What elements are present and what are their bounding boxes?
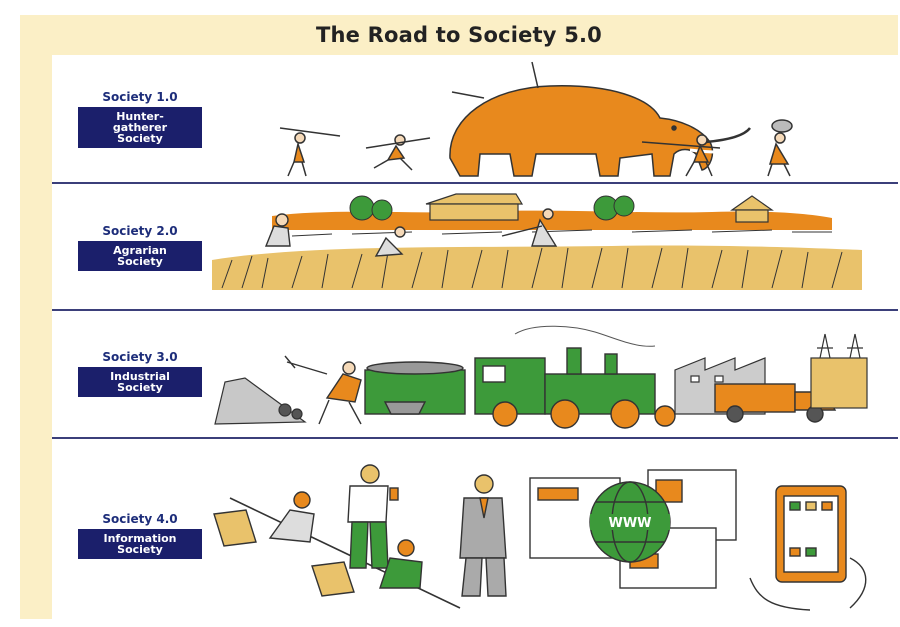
hunter-figure-icon [279,127,341,177]
tree-icon [349,195,393,221]
farmer-figure-icon [501,208,558,247]
farmer-figure-icon [374,226,406,257]
farmer-figure-icon [264,213,291,247]
businessman-phone-icon [459,474,507,597]
era-label: Society 2.0 [102,224,178,238]
era-label: Society 3.0 [102,350,178,364]
society-badge: Information Society [78,529,202,559]
laptop-user-icon [213,491,315,547]
stage-label-1: Society 1.0 Hunter- gatherer Society [78,90,202,148]
building-icon [810,357,868,409]
industrial-illustration [214,325,868,429]
information-illustration: WWW [213,464,867,611]
www-label: WWW [608,516,651,531]
tablet-icon [749,485,867,611]
agrarian-illustration [212,193,862,290]
divider-3 [52,437,898,439]
barn-icon [425,193,524,221]
miner-figure-icon [284,355,362,425]
divider-2 [52,309,898,311]
society-badge: Hunter- gatherer Society [78,107,202,148]
gatherer-figure-icon [767,119,793,177]
era-label: Society 4.0 [102,512,178,526]
laptop-user-icon [311,539,423,597]
hunter-figure-icon [641,134,721,177]
society-badge: Agrarian Society [78,241,202,271]
hut-icon [730,195,774,223]
hunter-gatherer-illustration [279,61,793,177]
standing-person-phone-icon [347,464,399,569]
mammoth-icon [449,61,751,177]
hunter-figure-icon [365,134,431,171]
globe-www-icon: WWW [589,481,671,563]
rock-pile-icon [214,377,307,425]
divider-1 [52,182,898,184]
locomotive-icon [474,347,676,429]
coal-cart-icon [364,361,466,415]
society-badge: Industrial Society [78,367,202,397]
left-margin-strip [20,55,52,619]
tree-icon [593,195,635,221]
stage-label-4: Society 4.0 Information Society [78,512,202,559]
page-title: The Road to Society 5.0 [316,23,602,47]
era-label: Society 1.0 [102,90,178,104]
stage-label-3: Society 3.0 Industrial Society [78,350,202,397]
title-bar: The Road to Society 5.0 [20,15,898,55]
stage-label-2: Society 2.0 Agrarian Society [78,224,202,271]
